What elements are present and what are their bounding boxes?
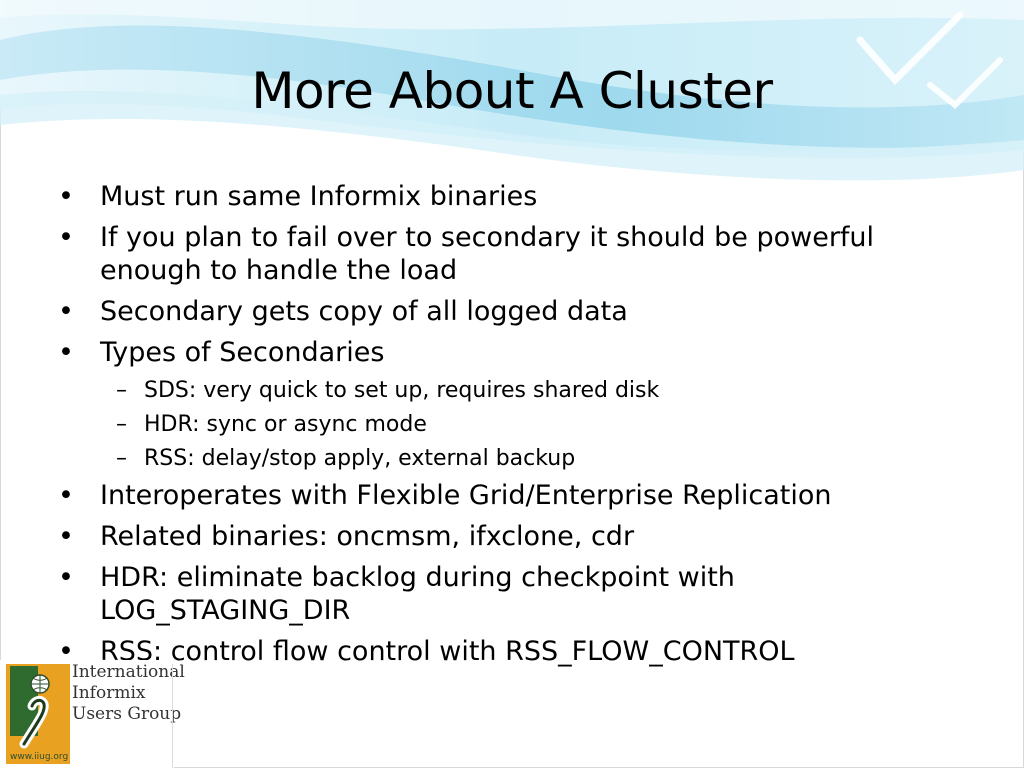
sub-bullet-dash-icon: –: [116, 412, 127, 437]
bullet-item: • Interoperates with Flexible Grid/Enterp…: [58, 479, 958, 512]
iiug-logo-icon: www.iiug.org: [6, 664, 70, 764]
bullet-dot-icon: •: [58, 296, 74, 327]
sub-bullet-text: HDR: sync or async mode: [144, 412, 427, 437]
bullet-text: RSS: control flow control with RSS_FLOW_…: [100, 636, 795, 667]
logo-text: International Informix Users Group: [72, 662, 185, 725]
bullet-text: Types of Secondaries: [100, 337, 385, 368]
bullet-dot-icon: •: [58, 181, 74, 212]
slide-title: More About A Cluster: [251, 62, 773, 120]
bullet-text: Interoperates with Flexible Grid/Enterpr…: [100, 480, 832, 511]
logo-line-3: Users Group: [72, 704, 182, 724]
bullet-dot-icon: •: [58, 337, 74, 368]
sub-bullet-item: –HDR: sync or async mode: [58, 411, 958, 439]
bullet-item: • Related binaries: oncmsm, ifxclone, cdr: [58, 520, 958, 553]
bullet-item: • HDR: eliminate backlog during checkpoin…: [58, 561, 958, 627]
logo-line-1: International: [72, 662, 185, 682]
bullet-text: Related binaries: oncmsm, ifxclone, cdr: [100, 521, 635, 552]
bullet-item: • If you plan to fail over to secondary i…: [58, 221, 958, 287]
bullet-dot-icon: •: [58, 480, 74, 511]
logo-mark-icon: [19, 674, 50, 749]
sub-bullet-item: –RSS: delay/stop apply, external backup: [58, 445, 958, 473]
sub-bullet-dash-icon: –: [116, 446, 127, 471]
sub-bullet-item: –SDS: very quick to set up, requires sha…: [58, 377, 958, 405]
logo-url: www.iiug.org: [10, 752, 69, 762]
iiug-logo: www.iiug.org International Informix User…: [0, 660, 185, 768]
bullet-list: • Must run same Informix binaries • If you…: [58, 180, 958, 676]
bullet-text: HDR: eliminate backlog during checkpoint…: [100, 562, 735, 626]
bullet-dot-icon: •: [58, 222, 74, 253]
sub-bullet-dash-icon: –: [116, 378, 127, 403]
sub-bullet-text: RSS: delay/stop apply, external backup: [144, 446, 576, 471]
bullet-text: If you plan to fail over to secondary it…: [100, 222, 875, 286]
sub-bullet-text: SDS: very quick to set up, requires shar…: [144, 378, 660, 403]
bullet-text: Must run same Informix binaries: [100, 181, 538, 212]
bullet-dot-icon: •: [58, 562, 74, 593]
bullet-item: • Secondary gets copy of all logged data: [58, 295, 958, 328]
bullet-text: Secondary gets copy of all logged data: [100, 296, 628, 327]
bullet-dot-icon: •: [58, 521, 74, 552]
logo-divider: [172, 664, 173, 768]
bullet-item: • Must run same Informix binaries: [58, 180, 958, 213]
logo-line-2: Informix: [72, 683, 146, 703]
bullet-item: • RSS: control flow control with RSS_FLOW…: [58, 635, 958, 668]
background-swoosh: [0, 0, 1024, 181]
bullet-dot-icon: •: [58, 636, 74, 667]
bullet-item: • Types of Secondaries: [58, 336, 958, 369]
